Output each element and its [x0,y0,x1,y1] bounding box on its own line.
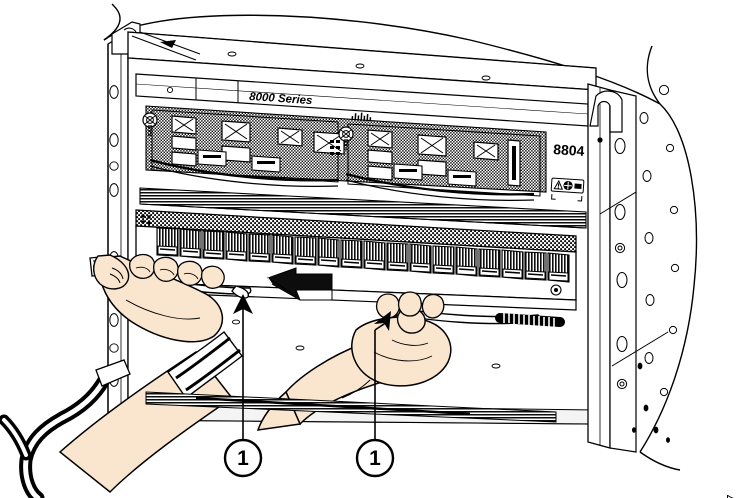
qsfp-port-row [156,227,570,283]
fiber-cable-bundle [0,359,131,498]
qsfp-port [524,251,547,281]
rack-rail-right [587,83,680,453]
route-processor-card-right: FAN [338,123,541,201]
cutaway-break-lines [103,3,698,471]
chassis-series-label: 8000 Series [249,91,313,107]
route-processor-card-left: FAN [142,109,345,187]
callout-number: 1 [369,447,381,470]
pull-direction-arrow [266,267,333,301]
chassis-model-label: 8804 [553,141,585,159]
warning-triangle-icon [553,179,564,190]
fan-label-left: FAN [148,125,154,136]
hand-left [58,253,243,494]
model-label-text: 8804 [553,141,585,159]
qsfp-port [294,236,317,266]
qsfp-port [455,246,478,277]
chassis-lower-panel [145,319,557,423]
captive-screw-left [142,112,158,128]
qsfp-port [248,233,271,263]
series-label-text: 8000 Series [249,91,313,107]
qsfp-port [409,243,432,274]
line-card-being-removed [135,209,577,311]
qsfp-port [271,234,294,265]
line-card-captive-screw-right [550,284,562,296]
coiled-cable-right [495,313,565,328]
callout-number: 1 [237,447,249,470]
qsfp-port [156,227,179,257]
qsfp-port [432,245,455,275]
qsfp-port [547,252,570,283]
figure-id-label: 522767 [724,494,739,498]
qsfp-port [363,240,386,271]
captive-screw-right [338,126,354,142]
qsfp-port [501,249,524,280]
safety-label-group [550,177,585,202]
qsfp-port [340,239,363,269]
qsfp-port [317,237,340,268]
laser-radiation-icon [563,180,573,191]
callout-circle [223,438,263,478]
callout-left-ejector-lever: 1 [223,294,263,478]
chassis-grille-band [139,187,587,229]
qsfp-port [202,230,225,260]
qsfp-port [386,242,409,272]
route-processor-bay: FAN [142,105,547,201]
qsfp-port [225,231,248,262]
fan-label-right: FAN [344,139,350,150]
callout-right-ejector-lever: 1 [355,311,395,478]
callout-circle [355,438,395,478]
line-card-status-leds [141,214,151,225]
qsfp-port [478,248,501,278]
qsfp-port [179,228,202,259]
